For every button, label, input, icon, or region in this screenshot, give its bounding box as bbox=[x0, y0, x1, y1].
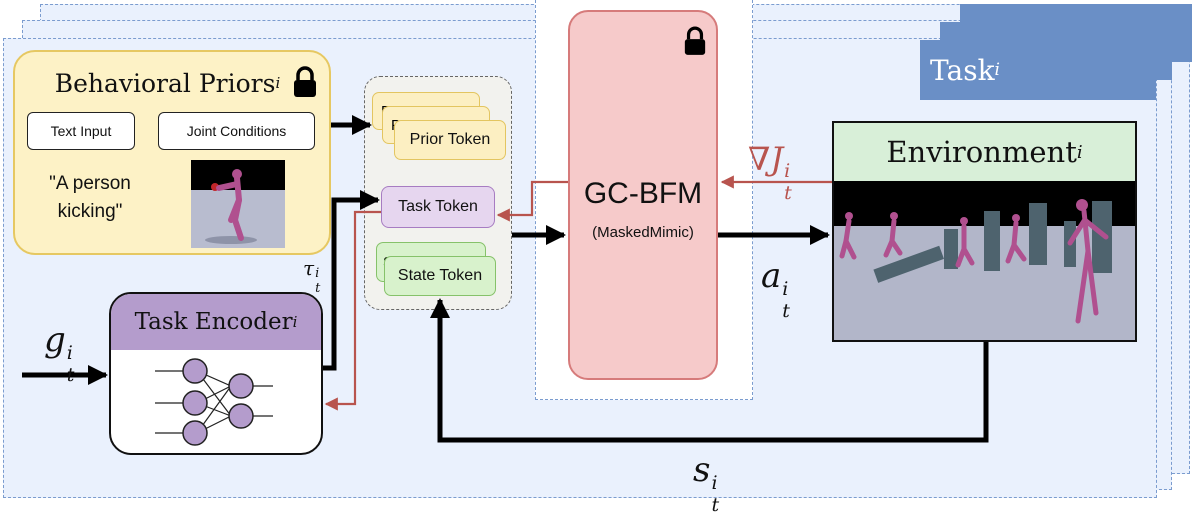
task-tab-label: Task bbox=[930, 53, 995, 87]
black-arrows bbox=[22, 115, 989, 443]
task-tab-sup: i bbox=[994, 60, 1000, 80]
joint-conditions-chip: Joint Conditions bbox=[158, 112, 315, 150]
arrows-layer bbox=[22, 115, 989, 443]
environment-scene-image bbox=[834, 181, 1135, 340]
lock-icon bbox=[292, 66, 318, 98]
red-arrows bbox=[324, 175, 832, 411]
gcbfm-lock-icon bbox=[683, 26, 707, 56]
gcbfm-title: GC-BFM bbox=[583, 177, 703, 210]
neural-network-icon bbox=[155, 356, 280, 446]
task-token: Task Token bbox=[381, 186, 495, 228]
prior-token: Prior Token bbox=[394, 120, 506, 160]
state-token: State Token bbox=[384, 256, 496, 296]
arrow-env-to-state bbox=[430, 298, 989, 443]
arrow-gradient-token-to-encoder bbox=[324, 210, 381, 411]
quote-text: "A person kicking" bbox=[49, 173, 131, 222]
kick-pose-image bbox=[191, 160, 285, 248]
arrow-gradient-gcbfm-to-task-token bbox=[496, 180, 568, 222]
arrow-encoder-to-task-token bbox=[323, 190, 380, 371]
gcbfm-block bbox=[568, 10, 718, 380]
gcbfm-subtitle: (MaskedMimic) bbox=[592, 223, 694, 241]
text-input-chip: Text Input bbox=[27, 112, 135, 150]
